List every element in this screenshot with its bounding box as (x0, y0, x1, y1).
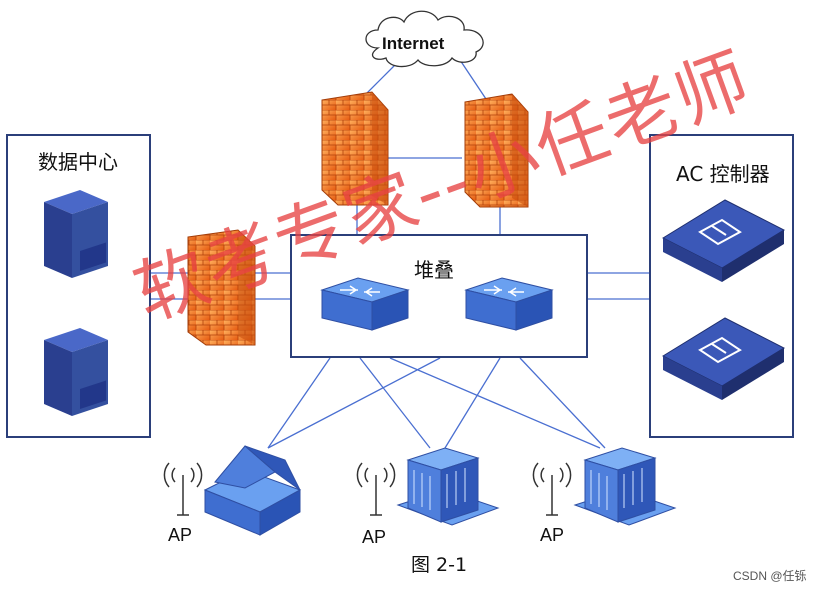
switch-icon (464, 277, 554, 331)
building-icon (573, 447, 677, 526)
ac-controller-label: AC 控制器 (676, 162, 770, 186)
link-stack-ap3-b (519, 357, 606, 449)
link-internet-fw2 (459, 59, 491, 106)
antenna-icon (356, 462, 396, 516)
link-stack-ap1-b (267, 357, 441, 449)
link-stack-ap3-a (389, 357, 601, 449)
figure-caption: 图 2-1 (411, 554, 468, 576)
firewall-icon (321, 91, 389, 206)
datacenter-label: 数据中心 (38, 150, 118, 174)
server-icon (44, 190, 108, 278)
ap-label: AP (168, 525, 193, 545)
switch-icon (320, 277, 410, 331)
credit-text: CSDN @任铄 (733, 569, 807, 583)
link-stack-ap2-b (444, 357, 501, 449)
stack-label: 堆叠 (414, 258, 454, 282)
building-icon (396, 447, 500, 526)
ac-controller-icon (661, 317, 786, 400)
server-icon (44, 328, 108, 416)
ac-controller-box (649, 134, 794, 438)
ap-label: AP (540, 525, 565, 545)
stack-box (290, 234, 588, 358)
link-stack-ap2-a (359, 357, 431, 449)
ap-label: AP (362, 527, 387, 547)
firewall-icon (187, 229, 256, 346)
house-icon (203, 445, 302, 536)
datacenter-box (6, 134, 151, 438)
internet-label: Internet (382, 34, 445, 53)
antenna-icon (163, 462, 203, 516)
ac-controller-icon (661, 199, 786, 282)
link-stack-ap1-a (267, 357, 331, 449)
internet-cloud-icon (365, 10, 484, 68)
antenna-icon (532, 462, 572, 516)
firewall-icon (464, 93, 529, 208)
